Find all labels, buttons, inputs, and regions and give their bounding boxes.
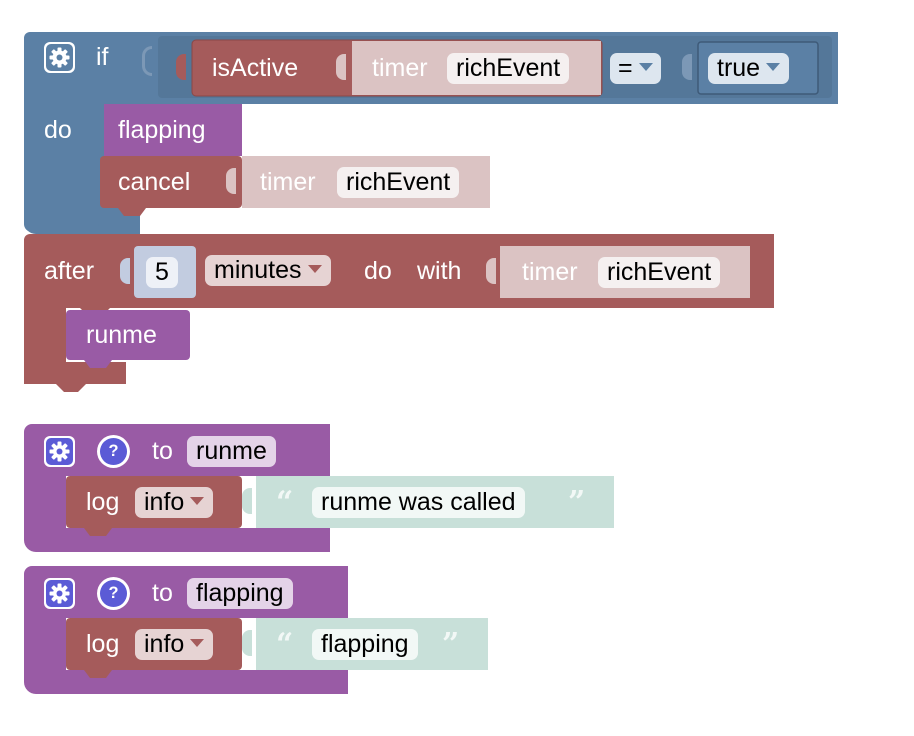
- operator-value: =: [618, 54, 633, 82]
- runme-call-label[interactable]: runme: [86, 321, 157, 349]
- dropdown-arrow-icon: [190, 639, 205, 648]
- text-input[interactable]: flapping: [312, 629, 418, 660]
- after-unit-dropdown[interactable]: minutes: [205, 255, 331, 286]
- log-level-value: info: [144, 630, 185, 658]
- function-mutator-gear-icon[interactable]: [44, 436, 75, 467]
- input-tab-icon: [242, 630, 252, 656]
- after-block-left: [24, 300, 66, 384]
- function-mutator-gear-icon[interactable]: [44, 578, 75, 609]
- close-quote-icon: ”: [442, 627, 460, 662]
- cancel-label: cancel: [118, 168, 191, 196]
- after-do-keyword: do: [364, 257, 392, 285]
- timer-label: timer: [372, 54, 428, 82]
- log-level-value: info: [144, 488, 185, 516]
- log-label: log: [86, 630, 120, 658]
- operator-dropdown[interactable]: =: [610, 53, 661, 84]
- open-quote-icon: “: [276, 627, 294, 662]
- if-keyword: if: [96, 43, 109, 71]
- flapping-call-label[interactable]: flapping: [118, 116, 206, 144]
- timer-variable-dropdown[interactable]: richEvent: [447, 53, 570, 84]
- if-mutator-gear-icon[interactable]: [44, 42, 75, 73]
- after-amount-input[interactable]: 5: [146, 257, 178, 288]
- do-keyword: do: [44, 116, 72, 144]
- help-glyph: ?: [99, 437, 128, 466]
- is-active-label: isActive: [212, 54, 299, 82]
- input-tab-icon: [226, 168, 236, 194]
- after-timer-label: timer: [522, 258, 578, 286]
- runme-call-shape: [66, 310, 190, 360]
- input-tab-icon: [176, 54, 186, 80]
- text-input[interactable]: runme was called: [312, 487, 525, 518]
- function-name-input[interactable]: runme: [187, 436, 276, 467]
- open-quote-icon: “: [276, 485, 294, 520]
- function-name-input[interactable]: flapping: [187, 578, 293, 609]
- dropdown-arrow-icon: [766, 63, 781, 72]
- after-with-keyword: with: [417, 257, 462, 285]
- cancel-timer-variable-dropdown[interactable]: richEvent: [337, 167, 460, 198]
- log-level-dropdown[interactable]: info: [135, 487, 214, 518]
- after-unit-value: minutes: [214, 256, 302, 284]
- input-tab-icon: [486, 258, 496, 284]
- to-keyword: to: [152, 437, 173, 465]
- cancel-block-shape: [100, 156, 242, 208]
- to-keyword: to: [152, 579, 173, 607]
- after-timer-variable-dropdown[interactable]: richEvent: [598, 257, 721, 288]
- input-tab-icon: [120, 258, 130, 284]
- after-keyword: after: [44, 257, 95, 285]
- input-tab-icon: [682, 54, 692, 80]
- dropdown-arrow-icon: [190, 497, 205, 506]
- help-icon[interactable]: ?: [97, 435, 130, 468]
- input-tab-icon: [242, 488, 252, 514]
- cancel-timer-label: timer: [260, 168, 316, 196]
- help-glyph: ?: [99, 579, 128, 608]
- input-tab-icon: [142, 46, 152, 76]
- close-quote-icon: ”: [568, 485, 586, 520]
- input-tab-icon: [336, 54, 346, 80]
- log-level-dropdown[interactable]: info: [135, 629, 214, 660]
- boolean-value: true: [717, 54, 761, 82]
- help-icon[interactable]: ?: [97, 577, 130, 610]
- boolean-dropdown[interactable]: true: [708, 53, 790, 84]
- dropdown-arrow-icon: [638, 63, 653, 72]
- dropdown-arrow-icon: [307, 265, 322, 274]
- flapping-call-shape: [104, 104, 242, 164]
- log-label: log: [86, 488, 120, 516]
